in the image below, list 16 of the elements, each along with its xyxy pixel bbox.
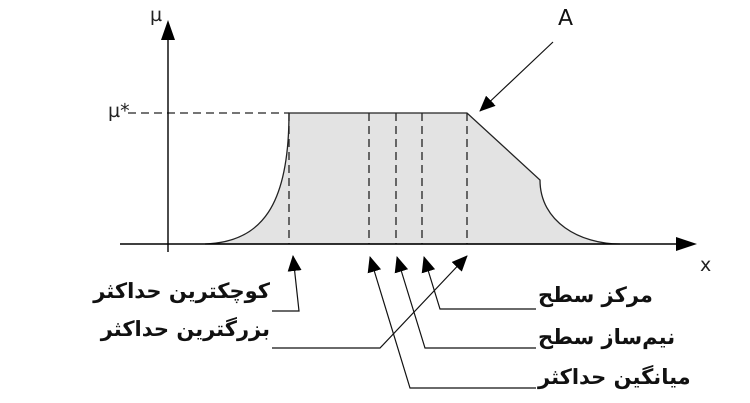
leader-line (394, 256, 536, 349)
axis-label: μ* (108, 102, 130, 121)
method-label: میانگین حداکثر (538, 364, 743, 398)
method-label: کوچکترین حداکثر (8, 278, 270, 312)
leader-line (368, 256, 536, 389)
method-label: بزرگترین حداکثر (8, 316, 270, 350)
leader-line (272, 255, 302, 312)
leader-line (422, 256, 536, 310)
fuzzy-set-area (205, 113, 620, 244)
leader-line (272, 255, 468, 349)
axis-label: x (700, 256, 712, 275)
arrow (479, 42, 554, 112)
set-label: A (558, 8, 580, 34)
method-label: نیم‌ساز سطح (538, 324, 743, 358)
method-label: مرکز سطح (538, 282, 743, 316)
axis-label: μ (150, 6, 162, 25)
